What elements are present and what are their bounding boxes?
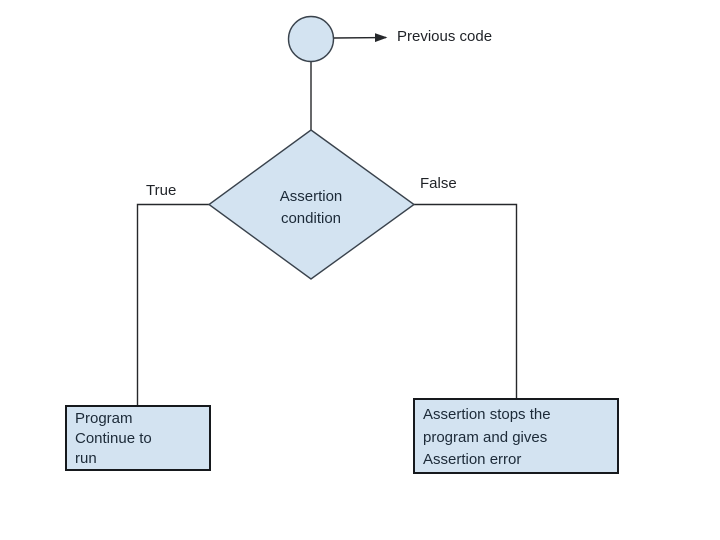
true-outcome-box: Program Continue to run: [65, 405, 211, 471]
true-outcome-line2: Continue to: [75, 430, 152, 447]
false-outcome-line2: program and gives: [423, 428, 548, 446]
previous-code-arrow: [333, 33, 388, 43]
true-outcome-line1: Program: [75, 410, 133, 427]
start-circle: [287, 15, 335, 63]
decision-label-line1: Assertion: [279, 188, 343, 205]
false-outcome-line1: Assertion stops the: [423, 406, 551, 423]
true-outcome-line3: run: [75, 450, 97, 467]
connector-false-branch: [414, 203, 518, 398]
true-branch-label: True: [146, 182, 177, 199]
connector-true-branch: [136, 203, 209, 405]
false-outcome-line3: Assertion error: [423, 451, 522, 468]
false-branch-label: False: [420, 175, 457, 192]
decision-label-line2: condition: [280, 210, 342, 227]
previous-code-label: Previous code: [397, 28, 493, 45]
false-outcome-box: Assertion stops the program and gives As…: [413, 398, 619, 474]
decision-label: Assertion condition: [257, 186, 365, 230]
decision-diamond: [207, 129, 416, 280]
